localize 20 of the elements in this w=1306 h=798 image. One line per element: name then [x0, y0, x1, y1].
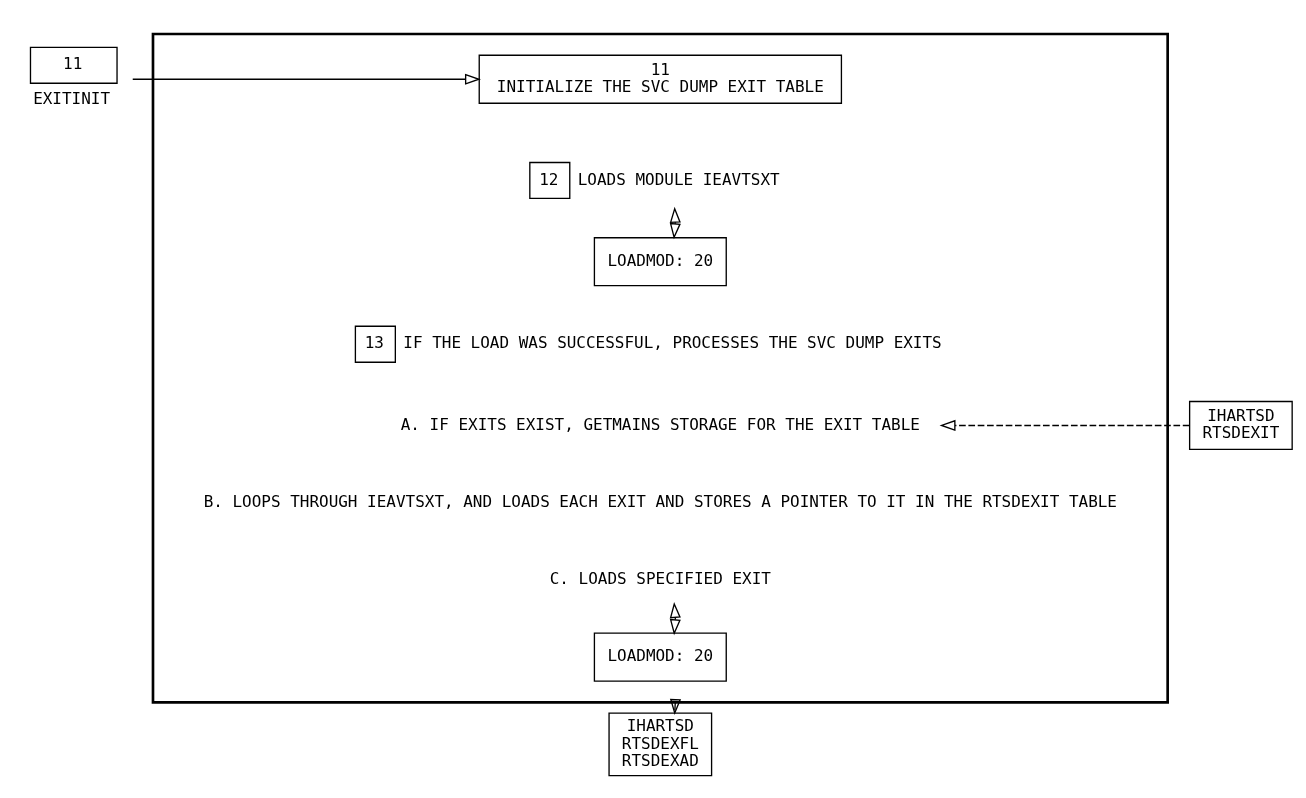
cluster [151, 32, 1169, 704]
node-text: A. IF EXITS EXIST, GETMAINS STORAGE FOR THE EXIT TABLE [400, 414, 920, 434]
node-box: 12 [529, 161, 571, 199]
arrow [939, 419, 1191, 431]
arrow [669, 698, 682, 715]
arrow [669, 206, 681, 239]
node-label: LOADS MODULE IEAVTSXT [577, 169, 780, 189]
node-box: LOADMOD: 20 [593, 632, 727, 682]
node-box: 11 INITIALIZE THE SVC DUMP EXIT TABLE [478, 54, 843, 104]
arrow [669, 601, 681, 635]
node-box: 11 [29, 46, 118, 84]
arrow [132, 73, 481, 85]
label: B. LOOPS THROUGH IEAVTSXT, AND LOADS EACH EXIT AND STORES A POINTER TO IT IN THE RTSDEXIT TABLE [203, 491, 1117, 511]
node-box: 13 [354, 325, 396, 363]
node-box: IHARTSD RTSDEXFL RTSDEXAD [608, 711, 713, 776]
node-box: LOADMOD: 20 [593, 236, 727, 286]
node-box: IHARTSD RTSDEXIT [1188, 400, 1293, 450]
node-label: IF THE LOAD WAS SUCCESSFUL, PROCESSES THE SVC DUMP EXITS [403, 332, 942, 352]
node-label: EXITINIT [33, 88, 111, 108]
node-text: C. LOADS SPECIFIED EXIT [549, 568, 771, 588]
